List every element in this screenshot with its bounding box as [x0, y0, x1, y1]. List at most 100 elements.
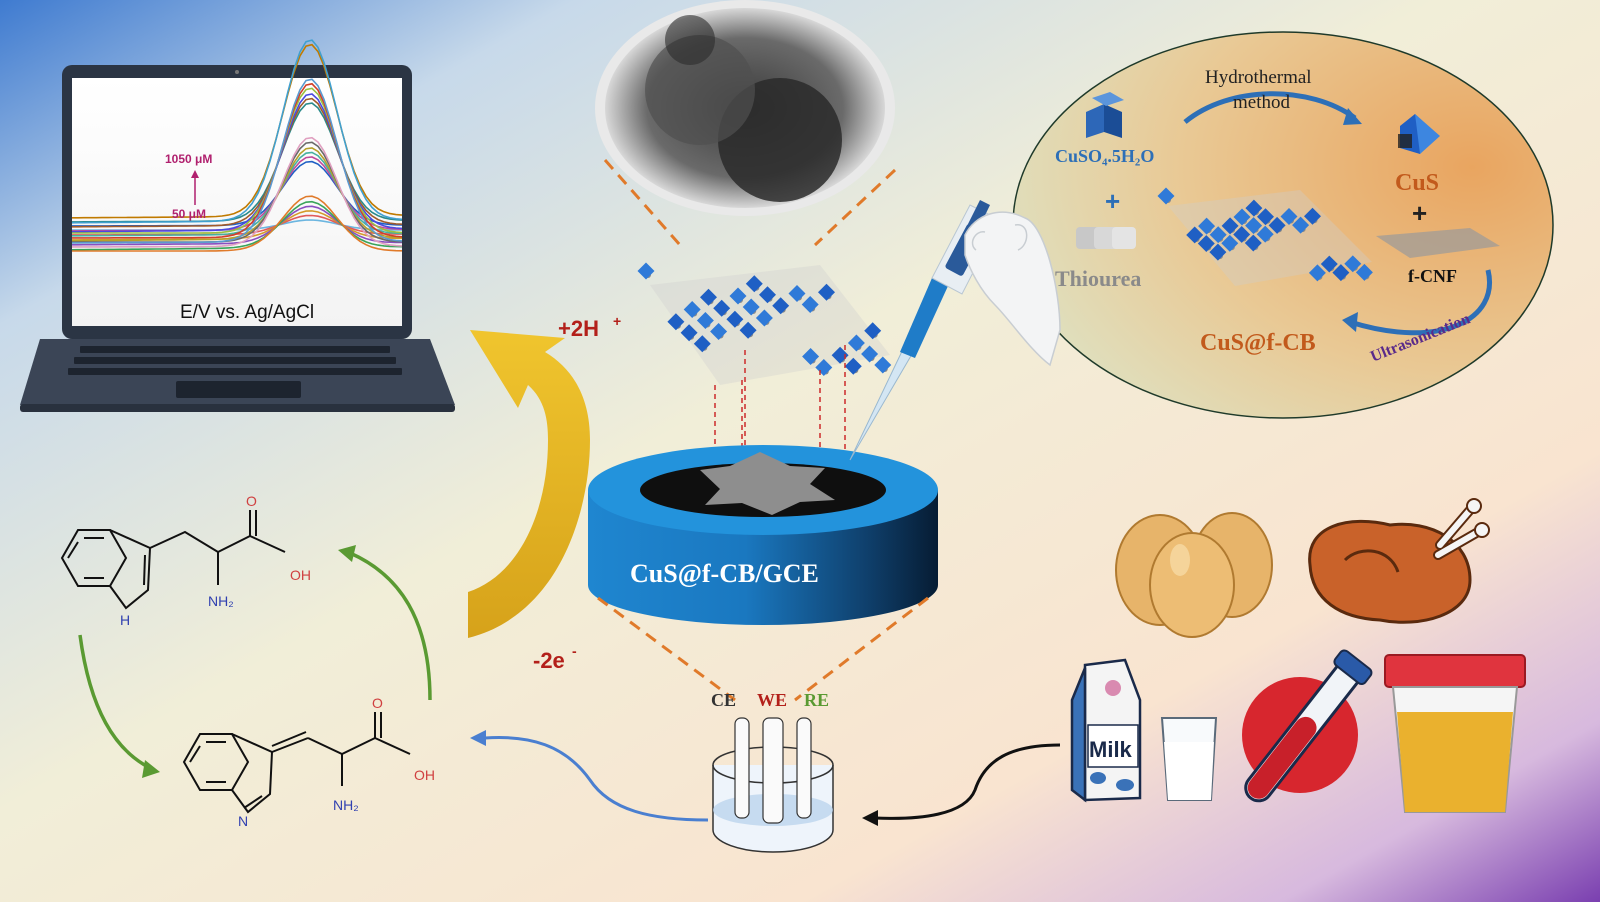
cus-particle [742, 298, 760, 316]
blood-tube-icon [1242, 649, 1373, 803]
proton-label: +2H [558, 316, 599, 341]
electron-label: -2e [533, 648, 565, 673]
cus-particle [745, 275, 763, 293]
plus-icon-1: + [1105, 186, 1120, 216]
black-arrowhead [862, 810, 878, 826]
cuso4-icon [1086, 92, 1124, 138]
tem-zoom-lines [603, 159, 897, 247]
voltammogram-curve [72, 78, 403, 244]
oxidized-tryptophan-molecule [182, 712, 411, 814]
cus-particle [700, 288, 717, 306]
product1-label: CuS [1395, 170, 1439, 196]
step1b-label: method [1233, 92, 1290, 113]
synthesis-panel: Hydrothermal method CuSO₄.5H₂O + Thioure… [1012, 31, 1554, 419]
hand-glove [964, 211, 1061, 367]
electrode-star [700, 452, 835, 515]
support-label: f-CNF [1408, 266, 1457, 286]
mol1-oh: OH [290, 567, 311, 583]
cus-particle [759, 286, 776, 304]
cus-particle [818, 283, 835, 301]
laptop: 1050 μM 50 μM E/V vs. Ag/AgCl [20, 39, 455, 412]
nanocomposite-sheet [637, 262, 892, 385]
cus-particle [755, 309, 773, 327]
tem-image [595, 0, 895, 216]
ultrasonication-arrow [1349, 269, 1492, 336]
cus-particle [831, 346, 849, 364]
precursor1-label: CuSO₄.5H₂O [1055, 146, 1154, 166]
mol1-o: O [246, 493, 257, 509]
urine-cup-icon [1384, 654, 1526, 813]
cus-particle [874, 356, 892, 374]
cus-particle [693, 335, 711, 353]
laptop-screen [72, 78, 402, 326]
milk-label: Milk [1089, 737, 1133, 762]
mol1-nh: H [120, 612, 130, 628]
green-cycle-arrows [78, 551, 432, 770]
tryptophan-molecule [60, 510, 286, 610]
concentration-arrow-head [191, 170, 199, 178]
voltammogram-curve [71, 39, 403, 224]
black-flow-arrow [874, 743, 1061, 820]
cus-particle [637, 262, 655, 280]
proton-sup: + [613, 313, 621, 329]
hydrothermal-arrow [1183, 91, 1357, 124]
mol2-oh: OH [414, 767, 435, 783]
cus-icon [1398, 114, 1440, 154]
thiourea-icon [1076, 227, 1136, 249]
cus-particle [864, 322, 882, 340]
cus-particle [667, 313, 685, 331]
mol2-nh2: NH₂ [333, 797, 359, 813]
cus-particle [739, 321, 757, 339]
voltammogram-curve [72, 195, 403, 252]
cell-zoom-lines [597, 596, 929, 702]
eggs-icon [1115, 512, 1273, 638]
plus-icon-2: + [1412, 198, 1427, 228]
plot-label-low: 50 μM [172, 207, 206, 221]
cus-particle [847, 334, 865, 352]
cus-particle [801, 296, 819, 313]
cus-particle [802, 348, 820, 365]
electrochemical-cell [712, 717, 834, 853]
we-label: WE [757, 690, 787, 710]
voltammogram-plot [71, 39, 403, 252]
laptop-touchpad [176, 381, 301, 398]
cus-particle [844, 357, 862, 375]
cus-particle [726, 310, 744, 328]
laptop-keyboard [68, 346, 402, 375]
milk-carton-icon [1070, 658, 1142, 803]
cus-particle [680, 324, 698, 342]
electrode-label: CuS@f-CB/GCE [630, 559, 819, 588]
blue-flow-arrow [484, 736, 709, 822]
voltammogram-curve [72, 136, 403, 248]
green-arrowhead-1 [142, 760, 160, 778]
milk-glass-icon [1160, 717, 1218, 801]
ce-label: CE [711, 690, 736, 710]
cus-particle [683, 301, 701, 318]
cus-particle [696, 312, 714, 329]
precursor2-label: Thiourea [1055, 266, 1141, 291]
green-arrowhead-2 [338, 545, 356, 562]
xaxis-label: E/V vs. Ag/AgCl [180, 302, 314, 323]
cus-particle [713, 299, 731, 317]
electrode-cylinder [588, 445, 938, 625]
oxidation-arrow [468, 330, 590, 638]
chicken-icon [1308, 498, 1490, 624]
re-label: RE [804, 690, 829, 710]
laptop-base-edge [20, 404, 455, 412]
composite-label: CuS@f-CB [1200, 330, 1316, 356]
blue-arrowhead [470, 730, 486, 746]
mol2-n: N [238, 813, 248, 829]
laptop-camera [235, 70, 239, 74]
cus-particle [729, 287, 747, 305]
cus-particle [710, 323, 728, 340]
electron-sup: - [572, 643, 577, 659]
cus-particle [861, 345, 879, 363]
plot-label-high: 1050 μM [165, 152, 212, 166]
cus-particle [772, 297, 790, 315]
mol1-nh2: NH₂ [208, 593, 234, 609]
cnf-sheet-icon [1376, 228, 1500, 258]
cus-particle [788, 285, 806, 302]
mol2-o: O [372, 695, 383, 711]
step1-label: Hydrothermal [1205, 67, 1312, 88]
